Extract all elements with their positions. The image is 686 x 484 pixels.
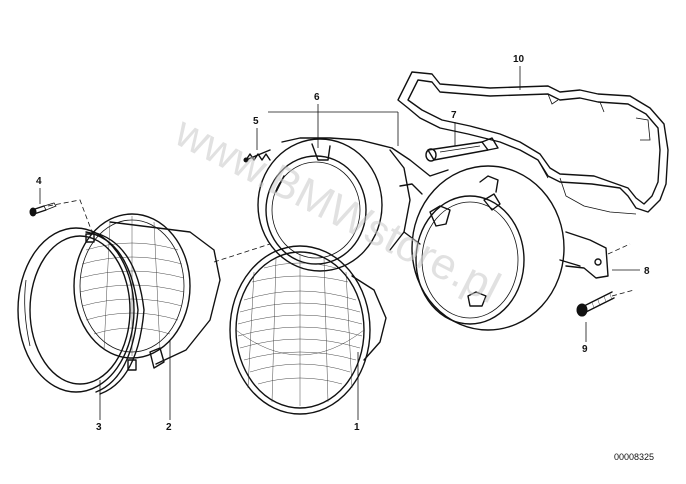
headlight-lens-hatching	[235, 254, 365, 406]
callouts: 1 2 3 4 5 6 7 8 9 10	[36, 54, 650, 433]
callout-1: 1	[354, 422, 360, 433]
callout-6: 6	[314, 92, 320, 103]
part-2-lens-cone	[73, 213, 221, 369]
part-6-housing	[257, 137, 609, 331]
callout-3: 3	[96, 422, 102, 433]
assembly-dashed-lines	[47, 199, 635, 297]
callout-2: 2	[166, 422, 172, 433]
callout-7: 7	[451, 110, 457, 121]
part-9-screw	[576, 291, 615, 317]
callout-10: 10	[513, 54, 525, 65]
part-7-connector	[425, 137, 499, 162]
diagram-reference-number: 00008325	[614, 452, 654, 462]
callout-4: 4	[36, 176, 42, 187]
part-1-headlight-unit	[229, 245, 387, 415]
callout-9: 9	[582, 344, 588, 355]
leader-lines	[39, 66, 640, 420]
part-5-spring	[243, 149, 271, 163]
part-10-gasket	[397, 71, 669, 215]
callout-5: 5	[253, 116, 259, 127]
callout-8: 8	[644, 266, 650, 277]
watermark-text: www.BMWstore.pl	[167, 107, 508, 313]
part-3-trim-ring	[17, 227, 145, 395]
part-4-screw	[29, 202, 57, 217]
